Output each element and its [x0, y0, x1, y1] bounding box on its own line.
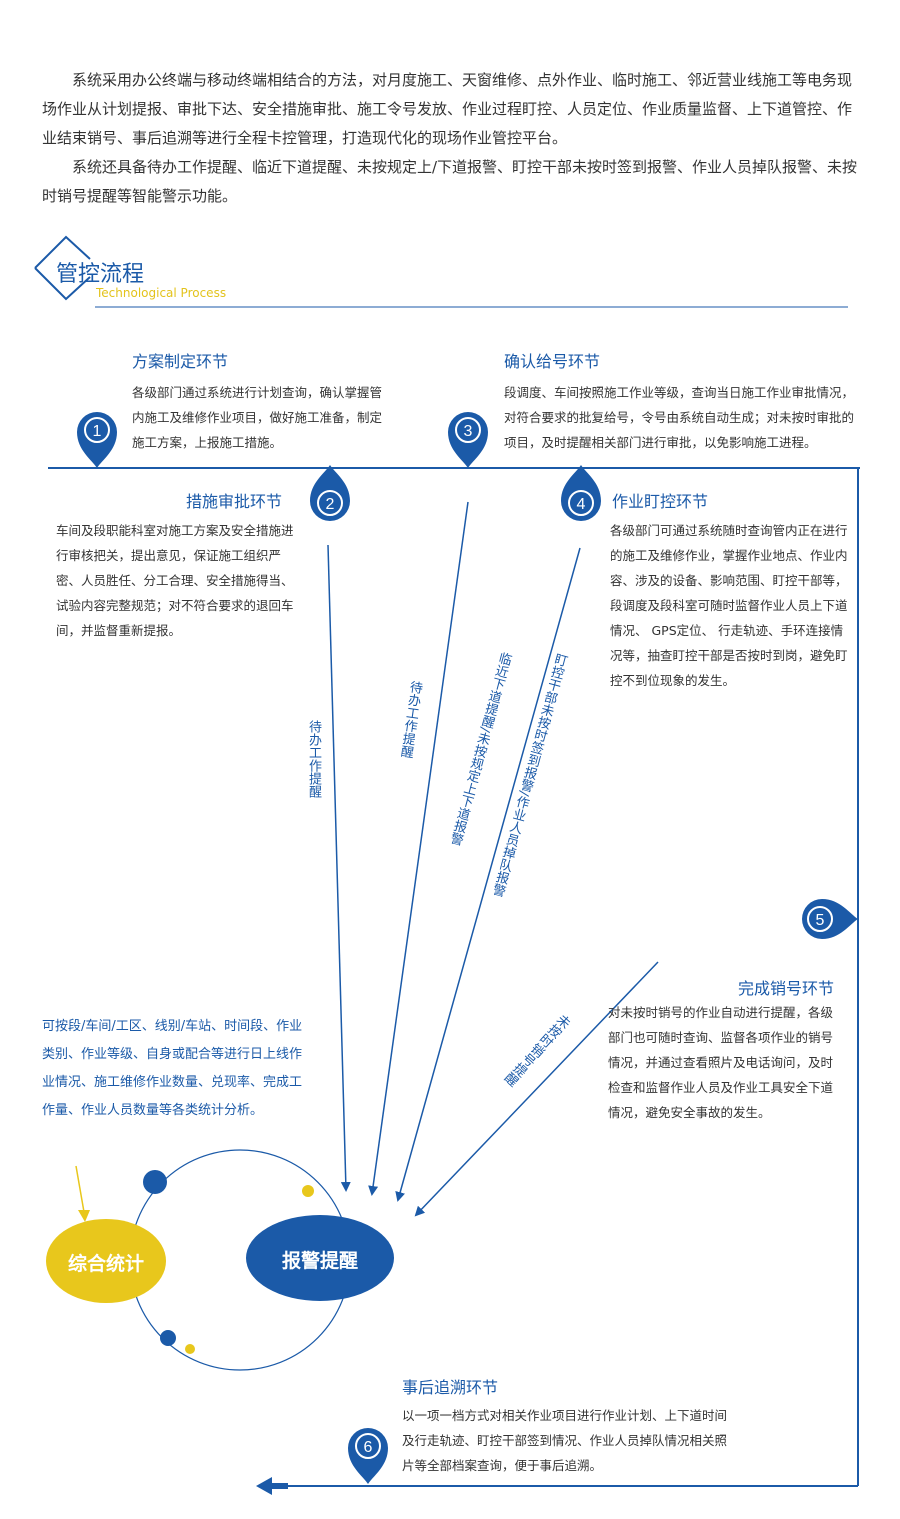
- svg-text:2: 2: [326, 496, 335, 513]
- step-1-title: 方案制定环节: [132, 352, 229, 371]
- svg-text:1: 1: [93, 423, 102, 440]
- orbit-dot-yellow-tiny: [185, 1344, 195, 1354]
- svg-text:6: 6: [364, 1439, 373, 1456]
- section-diamond-icon: [34, 235, 91, 269]
- step-4-title: 作业盯控环节: [612, 492, 709, 511]
- marker-step-6: 6: [348, 1428, 388, 1484]
- orbit-dot-blue-large: [143, 1170, 167, 1194]
- alert-label-1: 待办工作提醒: [306, 720, 321, 798]
- marker-step-2: 2: [310, 465, 350, 521]
- step-6-body: 以一项一档方式对相关作业项目进行作业计划、上下道时间及行走轨迹、盯控干部签到情况…: [402, 1408, 728, 1473]
- step-2-title: 措施审批环节: [186, 492, 283, 511]
- section-subtitle: Technological Process: [96, 286, 227, 300]
- alert-arrow-2: [368, 501, 469, 1196]
- intro-text: 系统采用办公终端与移动终端相结合的方法，对月度施工、天窗维修、点外作业、临时施工…: [42, 66, 860, 211]
- marker-step-5: 5: [802, 899, 858, 939]
- marker-step-3: 3: [448, 412, 488, 468]
- section-title: 管控流程: [56, 262, 145, 287]
- step-2-body: 车间及段职能科室对施工方案及安全措施进行审核把关，提出意见，保证施工组织严密、人…: [56, 523, 294, 638]
- marker-step-4: 4: [561, 465, 601, 521]
- svg-text:3: 3: [464, 423, 473, 440]
- step-3-title: 确认给号环节: [504, 352, 601, 371]
- alarm-circle: [246, 1215, 394, 1301]
- orbit-dot-blue-small: [160, 1330, 176, 1346]
- alert-arrow-3: [395, 547, 581, 1202]
- step-1-body: 各级部门通过系统进行计划查询，确认掌握管内施工及维修作业项目，做好施工准备，制定…: [132, 385, 383, 450]
- step-5-title: 完成销号环节: [738, 979, 835, 998]
- timeline-end-arrow: [256, 1477, 272, 1495]
- stats-pointer: [75, 1165, 85, 1213]
- stats-circle-label: 综合统计: [67, 1253, 144, 1275]
- intro-paragraph-2: 系统还具备待办工作提醒、临近下道提醒、未按规定上/下道报警、盯控干部未按时签到报…: [42, 158, 858, 205]
- step-3-body: 段调度、车间按照施工作业等级，查询当日施工作业审批情况，对符合要求的批复给号，令…: [504, 385, 855, 450]
- alert-arrow-1: [327, 544, 351, 1192]
- stats-description: 可按段/车间/工区、线别/车站、时间段、作业类别、作业等级、自身或配合等进行日上…: [42, 1019, 303, 1118]
- orbit-dot-yellow-small: [302, 1185, 314, 1197]
- step-6-title: 事后追溯环节: [402, 1378, 499, 1397]
- alarm-circle-label: 报警提醒: [281, 1250, 358, 1272]
- alert-arrow-4: [414, 961, 659, 1217]
- intro-paragraph-1: 系统采用办公终端与移动终端相结合的方法，对月度施工、天窗维修、点外作业、临时施工…: [42, 71, 853, 147]
- step-4-body: 各级部门可通过系统随时查询管内正在进行的施工及维修作业，掌握作业地点、作业内容、…: [610, 523, 848, 688]
- stats-circle: [46, 1219, 166, 1303]
- svg-text:5: 5: [816, 912, 825, 929]
- step-5-body: 对未按时销号的作业自动进行提醒，各级部门也可随时查询、监督各项作业的销号情况，并…: [608, 1005, 834, 1120]
- svg-text:4: 4: [577, 496, 586, 513]
- marker-step-1: 1: [77, 412, 117, 468]
